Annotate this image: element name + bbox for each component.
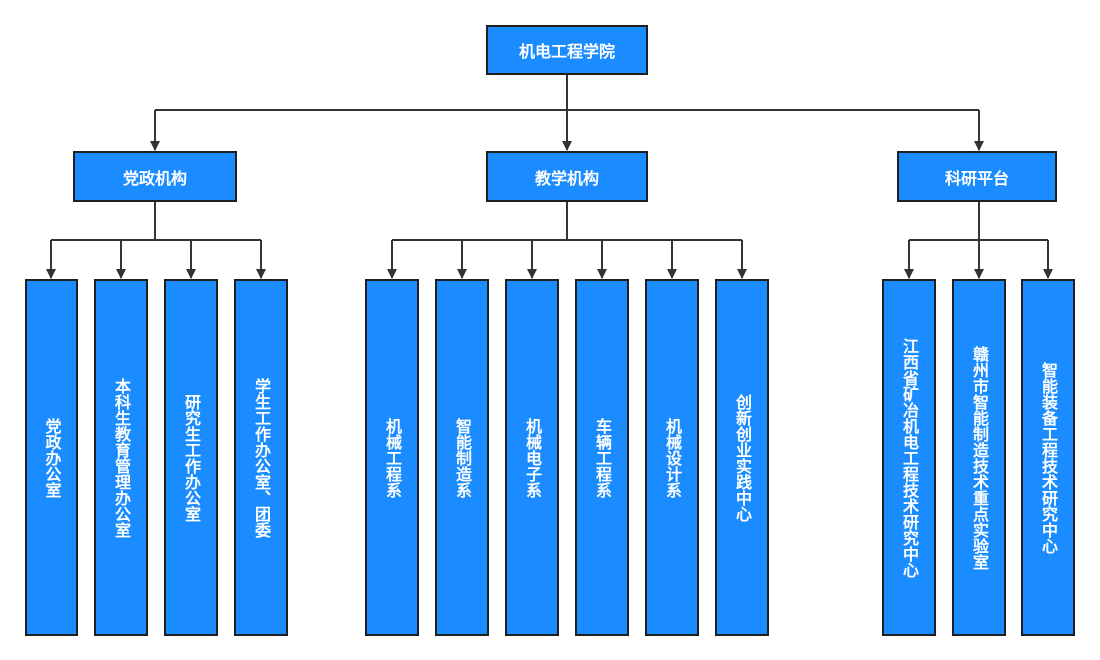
leaf-node: 本科生教育管理办公室 xyxy=(94,279,148,636)
leaf-node: 机械工程系 xyxy=(365,279,419,636)
leaf-node: 智能装备工程技术研究中心 xyxy=(1021,279,1075,636)
leaf-node: 研究生工作办公室 xyxy=(164,279,218,636)
leaf-node: 车辆工程系 xyxy=(575,279,629,636)
leaf-node: 机械设计系 xyxy=(645,279,699,636)
leaf-node: 党政办公室 xyxy=(25,279,78,636)
leaf-node: 学生工作办公室、团委 xyxy=(234,279,288,636)
leaf-node: 机械电子系 xyxy=(505,279,559,636)
leaf-node: 赣州市智能制造技术重点实验室 xyxy=(952,279,1006,636)
branch-node-research: 科研平台 xyxy=(897,151,1057,202)
leaf-node: 创新创业实践中心 xyxy=(715,279,769,636)
branch-node-party-admin: 党政机构 xyxy=(73,151,237,202)
branch-node-teaching: 教学机构 xyxy=(486,151,648,202)
leaf-node: 江西省矿冶机电工程技术研究中心 xyxy=(882,279,936,636)
leaf-node: 智能制造系 xyxy=(435,279,489,636)
root-node: 机电工程学院 xyxy=(486,25,648,75)
